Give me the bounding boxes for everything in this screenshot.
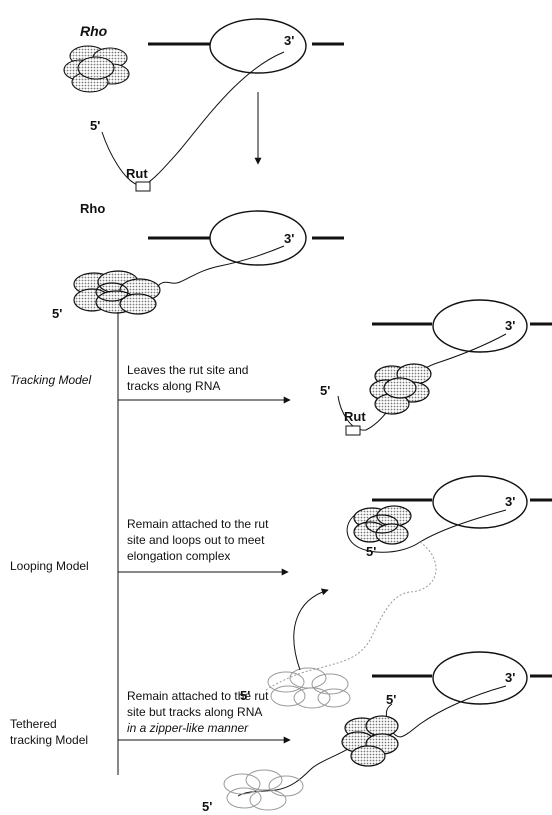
five-prime-label: 5' xyxy=(386,692,396,707)
svg-text:in a zipper-like manner: in a zipper-like manner xyxy=(127,721,249,735)
panel-initial: 3' 5' Rut Rho xyxy=(63,18,344,192)
rna-transcript-dotted xyxy=(265,541,437,691)
rut-site xyxy=(345,425,361,436)
rna-transcript xyxy=(139,245,285,305)
three-prime-label: 3' xyxy=(505,670,515,685)
rut-label: Rut xyxy=(344,409,366,424)
rna-polymerase xyxy=(432,299,528,353)
svg-text:Remain attached to the rut: Remain attached to the rut xyxy=(127,689,269,703)
rho-label: Rho xyxy=(80,23,108,39)
svg-text:site but tracks along RNA: site but tracks along RNA xyxy=(127,705,262,719)
tethered-model-description: Remain attached to the rut site but trac… xyxy=(127,689,269,735)
rho-hexamer xyxy=(63,45,130,93)
three-prime-label: 3' xyxy=(284,231,294,246)
rho-faded-origin xyxy=(223,769,304,811)
rho-looped xyxy=(353,505,412,545)
svg-text:elongation complex: elongation complex xyxy=(127,549,230,563)
rna-tether xyxy=(237,739,363,797)
three-prime-label: 3' xyxy=(284,33,294,48)
rna-polymerase xyxy=(209,210,307,266)
panel-rho-bound: Rho 3' 5' xyxy=(52,201,344,321)
tethered-result: 3' 5' 5' xyxy=(202,651,552,814)
tethered-model-label: Tethered tracking Model xyxy=(10,717,88,747)
svg-text:tracking Model: tracking Model xyxy=(10,733,88,747)
rna-transcript xyxy=(385,685,507,738)
five-prime-label: 5' xyxy=(90,118,100,133)
svg-text:Leaves the rut site and: Leaves the rut site and xyxy=(127,363,248,377)
loop-arrow xyxy=(293,588,329,671)
rho-tracking xyxy=(369,363,432,415)
svg-text:tracks along RNA: tracks along RNA xyxy=(127,379,220,393)
tracking-result: 3' Rut 5' xyxy=(320,299,552,436)
looping-model-description: Remain attached to the rut site and loop… xyxy=(127,517,269,563)
rna-polymerase xyxy=(432,651,528,705)
svg-text:site and loops out to meet: site and loops out to meet xyxy=(127,533,265,547)
rut-site xyxy=(135,181,151,192)
tracking-model-label: Tracking Model xyxy=(10,373,91,387)
rna-loop xyxy=(346,509,507,553)
rho-label-mid: Rho xyxy=(80,201,105,216)
five-prime-label: 5' xyxy=(240,688,250,703)
three-prime-label: 3' xyxy=(505,494,515,509)
rna-transcript xyxy=(101,51,285,187)
looping-model-label: Looping Model xyxy=(10,559,89,573)
rut-label: Rut xyxy=(126,166,148,181)
svg-text:Remain attached to the rut: Remain attached to the rut xyxy=(127,517,269,531)
rho-tethered xyxy=(341,715,399,767)
five-prime-label: 5' xyxy=(202,799,212,814)
looping-result: 3' 5' 5' xyxy=(240,475,552,709)
five-prime-label: 5' xyxy=(52,306,62,321)
rho-faded-origin xyxy=(267,667,351,709)
rna-polymerase xyxy=(432,475,528,529)
svg-text:Tethered: Tethered xyxy=(10,717,57,731)
rho-bound-to-rut xyxy=(73,270,161,315)
rna-polymerase xyxy=(209,18,307,74)
five-prime-label: 5' xyxy=(320,383,330,398)
five-prime-label: 5' xyxy=(366,544,376,559)
three-prime-label: 3' xyxy=(505,318,515,333)
tracking-model-description: Leaves the rut site and tracks along RNA xyxy=(127,363,248,393)
branch-lines xyxy=(117,312,291,775)
